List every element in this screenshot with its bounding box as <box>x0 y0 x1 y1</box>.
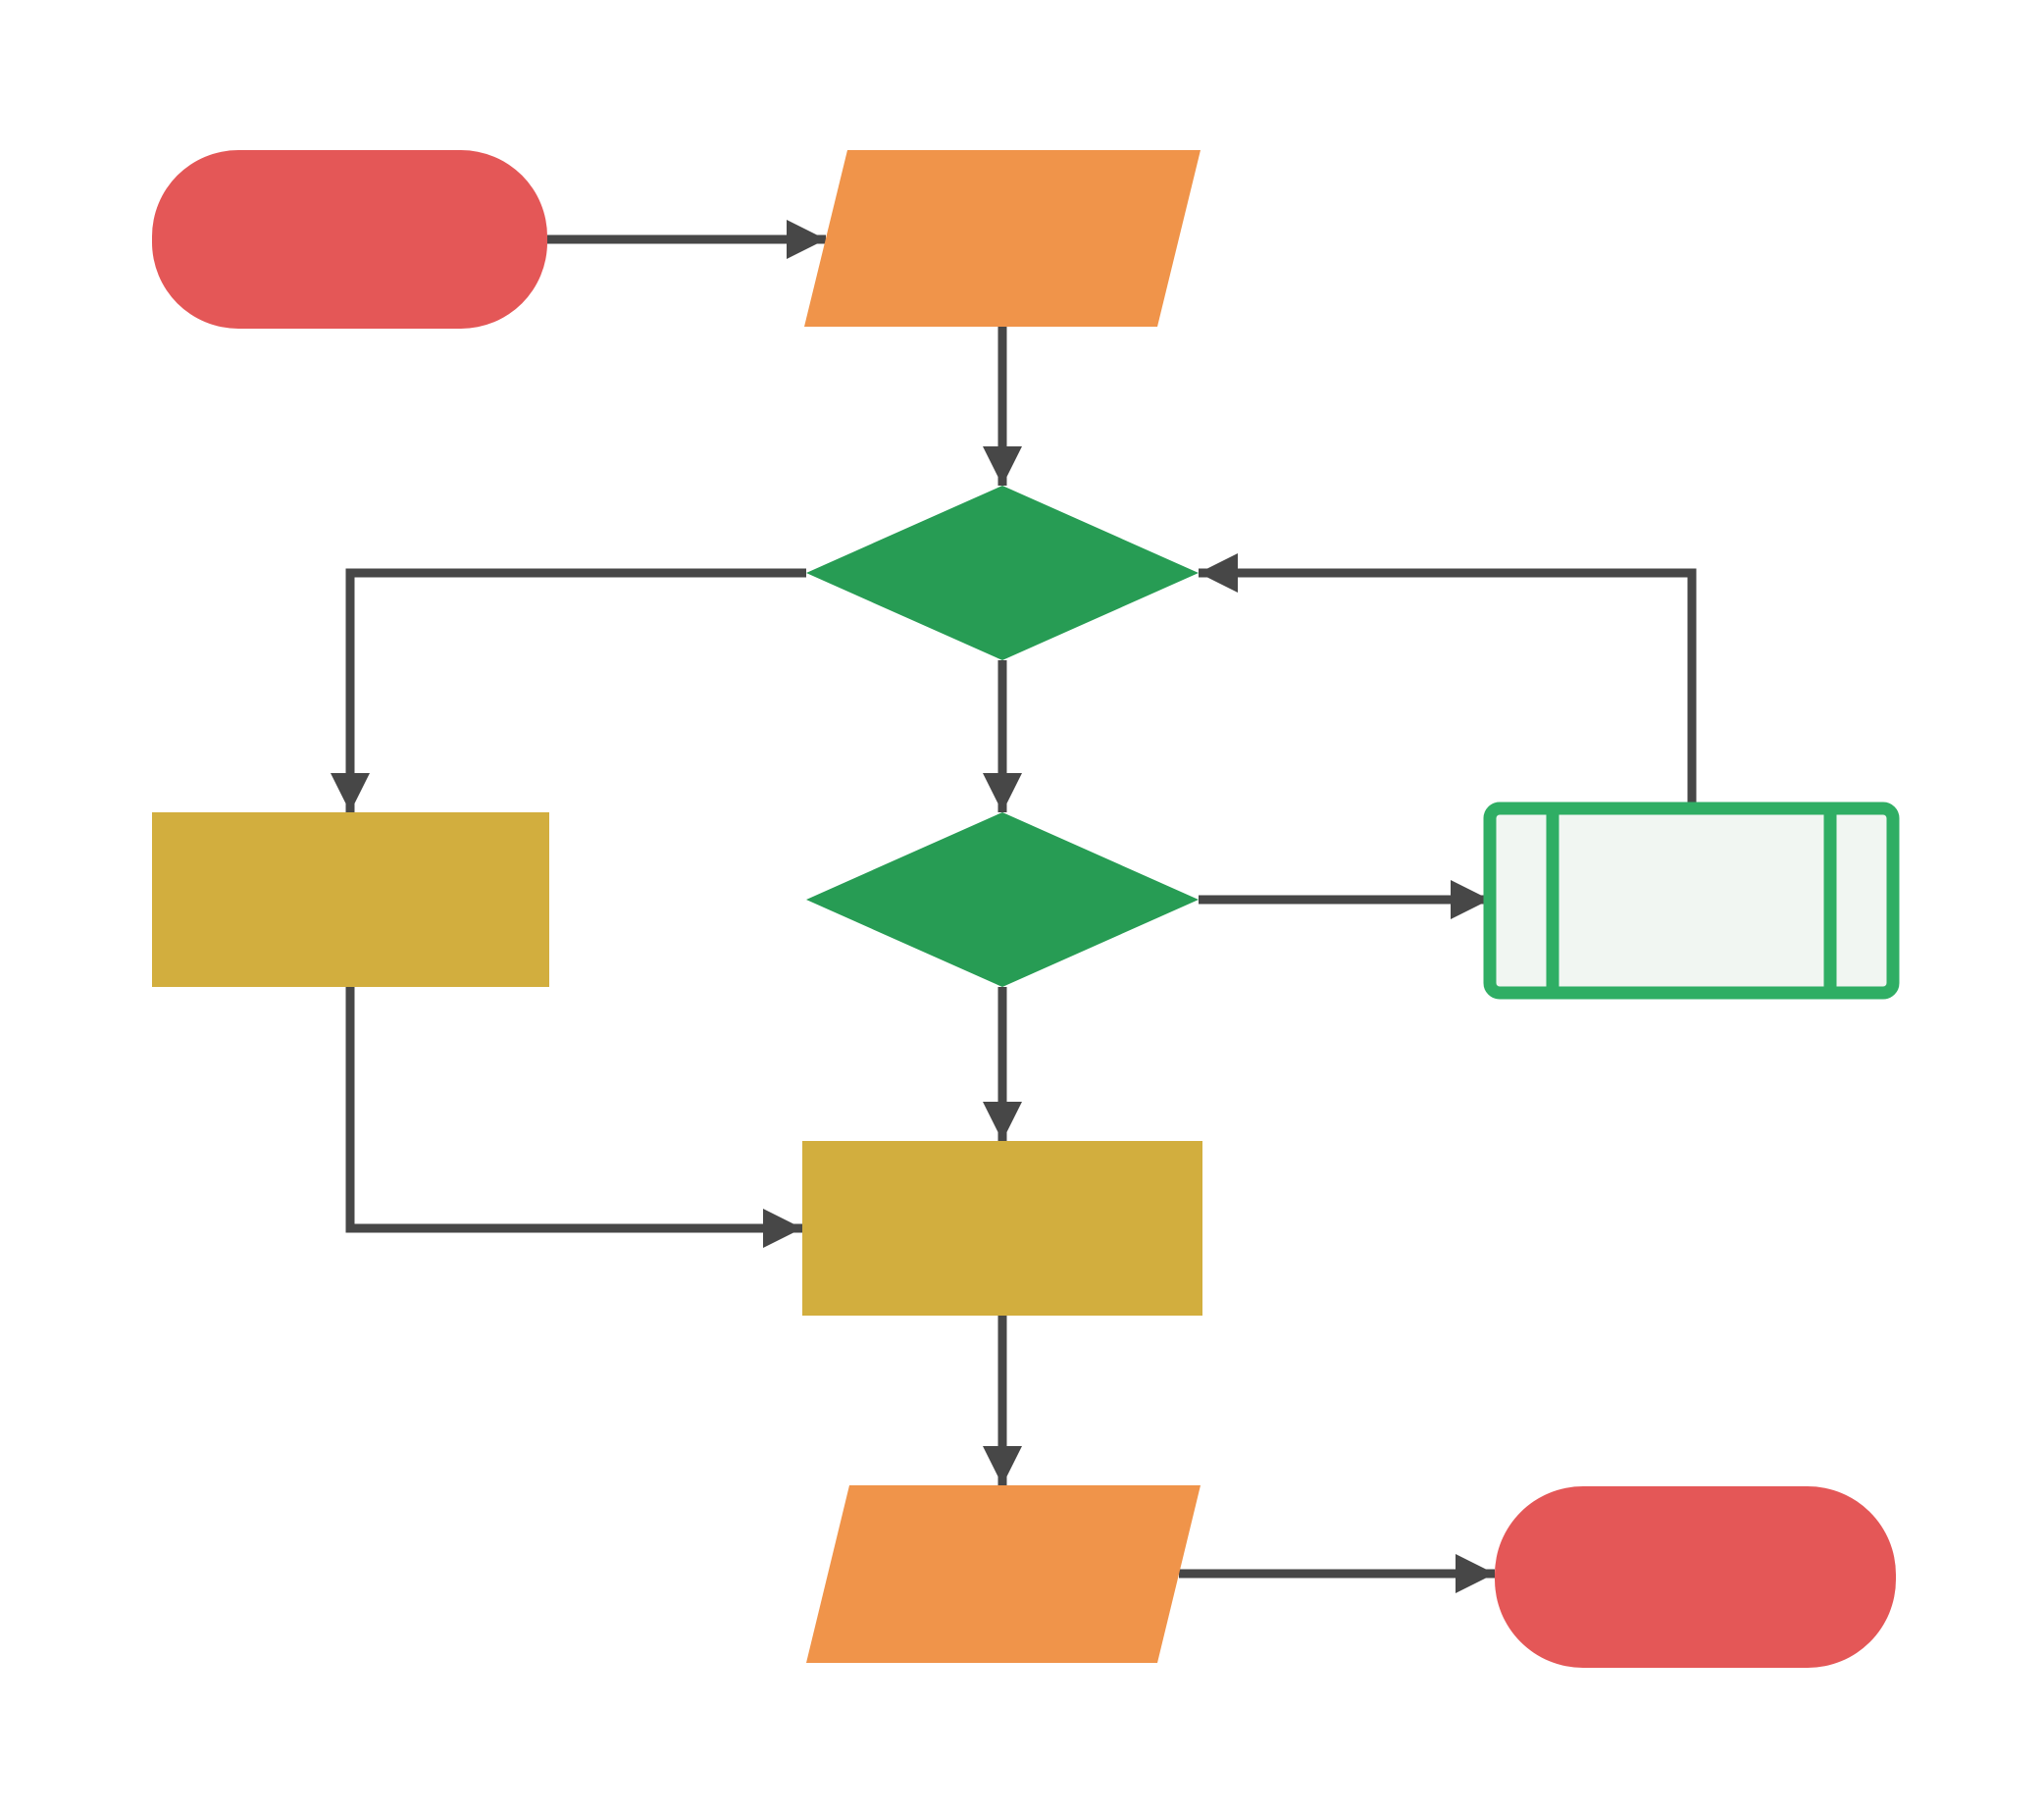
shapes-layer <box>152 150 1900 1668</box>
predefined-process-shape <box>1483 802 1900 1000</box>
connector-decision-1-to-process-left <box>331 568 806 812</box>
decision-1-diamond-shape <box>806 486 1199 660</box>
connector-predefined-process-to-decision-1 <box>1199 553 1697 808</box>
input-output-bottom-shape <box>806 1485 1201 1663</box>
decision-2-diamond-shape <box>806 812 1199 987</box>
connectors-layer <box>331 220 1697 1593</box>
connector-process-left-to-process-center <box>345 987 802 1248</box>
process-center-shape <box>802 1141 1202 1316</box>
start-terminator-shape <box>152 150 547 329</box>
input-output-top-shape <box>804 150 1201 327</box>
process-left-shape <box>152 812 549 987</box>
end-terminator-shape <box>1495 1486 1896 1668</box>
